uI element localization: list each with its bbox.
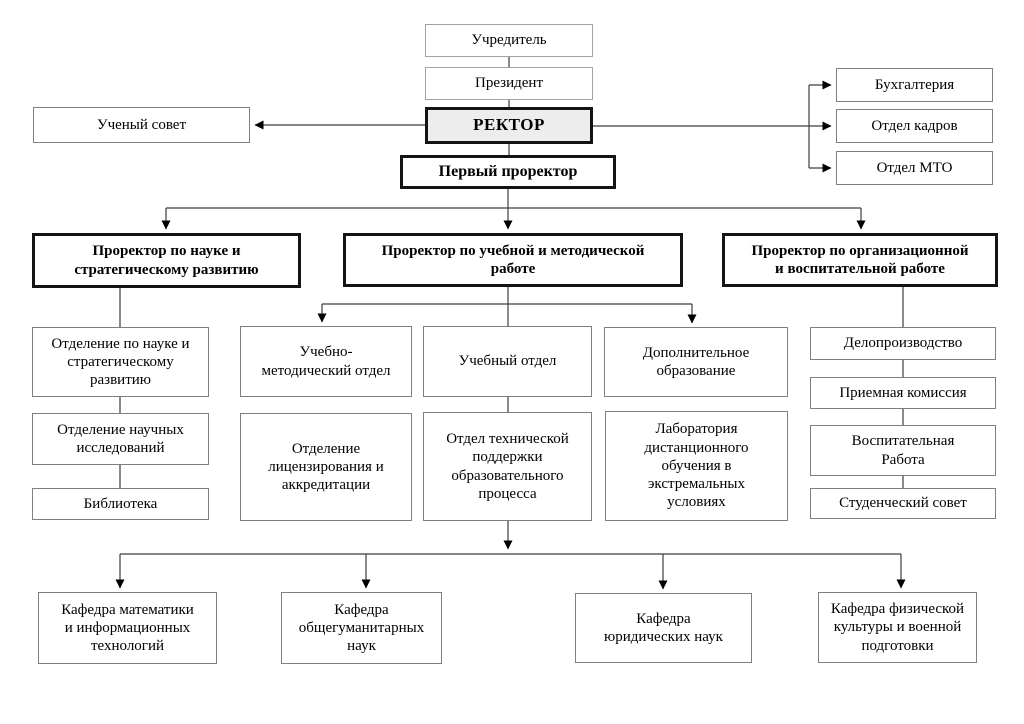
node-dept-science-strategy: Отделение по науке и стратегическому раз… xyxy=(32,327,209,397)
node-library: Библиотека xyxy=(32,488,209,520)
node-hr-department: Отдел кадров xyxy=(836,109,993,143)
node-mto-department: Отдел МТО xyxy=(836,151,993,185)
node-president: Президент xyxy=(425,67,593,100)
node-clerical-office: Делопроизводство xyxy=(810,327,996,360)
node-vice-rector-science: Проректор по науке и стратегическому раз… xyxy=(32,233,301,288)
node-academic-council: Ученый совет xyxy=(33,107,250,143)
node-dept-law: Кафедра юридических наук xyxy=(575,593,752,663)
node-first-vice-rector: Первый проректор xyxy=(400,155,616,189)
node-edu-dept: Учебный отдел xyxy=(423,326,592,397)
node-edu-method-dept: Учебно- методический отдел xyxy=(240,326,412,397)
node-vice-rector-org: Проректор по организационной и воспитате… xyxy=(722,233,998,287)
node-dept-physical: Кафедра физической культуры и военной по… xyxy=(818,592,977,663)
node-dept-humanities: Кафедра общегуманитарных наук xyxy=(281,592,442,664)
node-licensing-dept: Отделение лицензирования и аккредитации xyxy=(240,413,412,521)
node-rector: РЕКТОР xyxy=(425,107,593,144)
node-accounting: Бухгалтерия xyxy=(836,68,993,102)
node-student-council: Студенческий совет xyxy=(810,488,996,519)
node-vice-rector-education: Проректор по учебной и методической рабо… xyxy=(343,233,683,287)
node-dept-math: Кафедра математики и информационных техн… xyxy=(38,592,217,664)
node-distance-lab: Лаборатория дистанционного обучения в эк… xyxy=(605,411,788,521)
node-dept-research: Отделение научных исследований xyxy=(32,413,209,465)
node-tech-support-dept: Отдел технической поддержки образователь… xyxy=(423,412,592,521)
node-additional-education: Дополнительное образование xyxy=(604,327,788,397)
node-admissions: Приемная комиссия xyxy=(810,377,996,409)
node-founder: Учредитель xyxy=(425,24,593,57)
node-upbringing-work: Воспитательная Работа xyxy=(810,425,996,476)
